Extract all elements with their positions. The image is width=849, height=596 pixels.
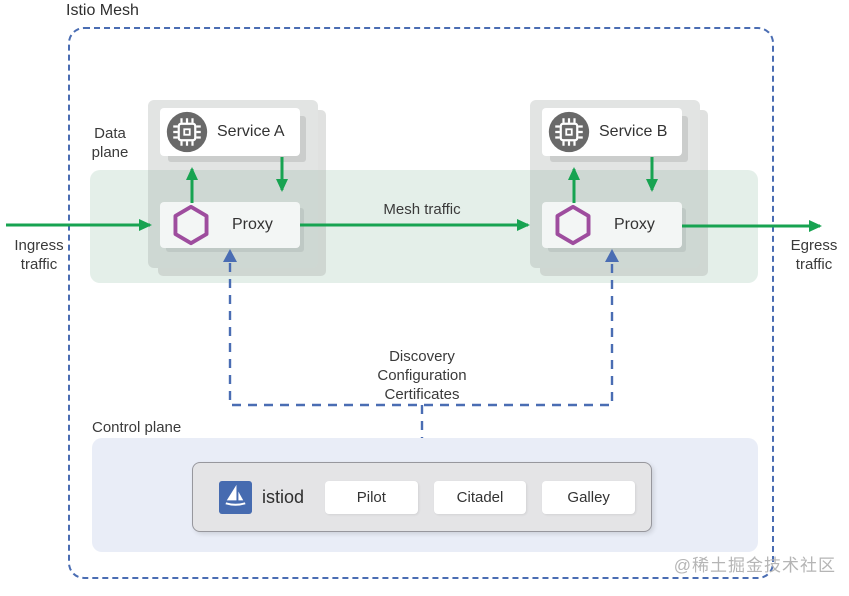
- control-channel-label: Discovery Configuration Certificates: [377, 348, 467, 403]
- service-a-label: Service A: [217, 123, 285, 140]
- control-plane-label: Control plane: [92, 419, 182, 436]
- mesh-boundary: [68, 27, 774, 579]
- istiod-box: istiod Pilot Citadel Galley: [192, 462, 652, 532]
- proxy-b-box: Proxy: [542, 202, 682, 248]
- data-plane-label: Data plane: [91, 125, 129, 161]
- istiod-label: istiod: [262, 486, 305, 507]
- hexagon-proxy-icon: [555, 204, 591, 246]
- galley-component: Galley: [542, 480, 635, 514]
- service-a-box: Service A: [160, 108, 300, 156]
- watermark: @稀土掘金技术社区: [673, 556, 836, 575]
- cpu-icon: [166, 111, 208, 153]
- ingress-traffic-label: Ingress traffic: [14, 237, 64, 273]
- egress-traffic-label: Egress traffic: [790, 237, 838, 273]
- proxy-a-box: Proxy: [160, 202, 300, 248]
- service-b-label: Service B: [599, 123, 668, 140]
- proxy-b-label: Proxy: [614, 216, 655, 233]
- istio-logo-icon: [219, 480, 252, 514]
- citadel-component: Citadel: [433, 480, 527, 514]
- mesh-title: Istio Mesh: [66, 2, 139, 19]
- service-b-box: Service B: [542, 108, 682, 156]
- proxy-a-label: Proxy: [232, 216, 273, 233]
- cpu-icon: [548, 111, 590, 153]
- mesh-traffic-label: Mesh traffic: [383, 201, 461, 218]
- hexagon-proxy-icon: [173, 204, 209, 246]
- pilot-component: Pilot: [325, 480, 418, 514]
